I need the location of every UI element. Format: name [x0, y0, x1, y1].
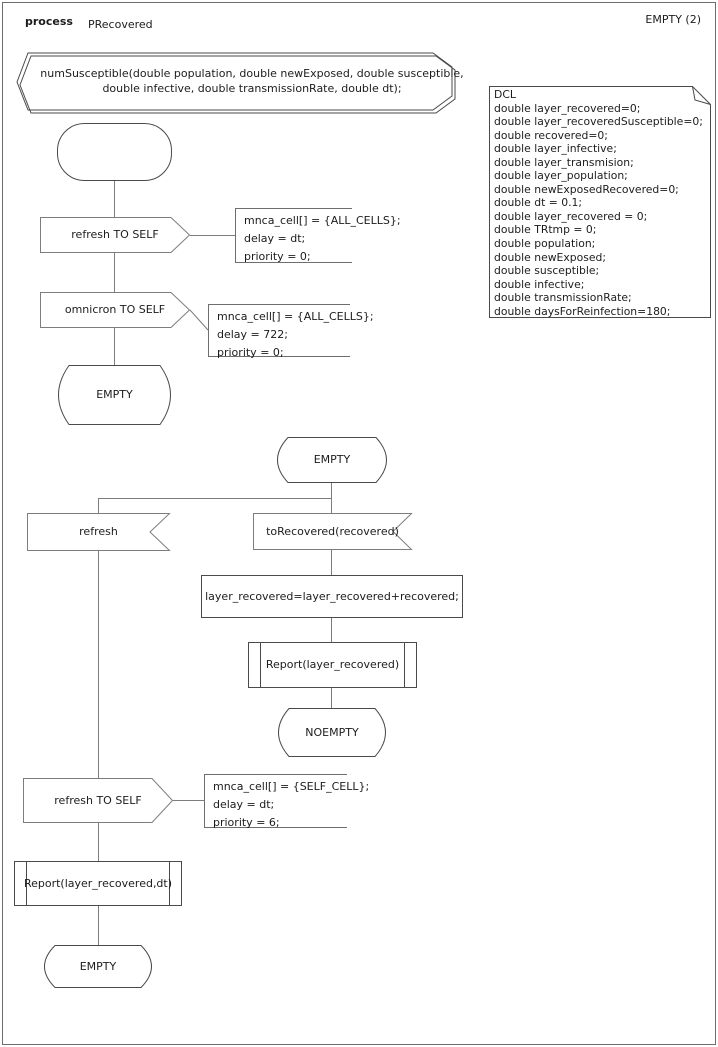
state-label: NOEMPTY — [305, 725, 359, 739]
state-label: EMPTY — [79, 959, 117, 973]
comment-text: mnca_cell[] = {SELF_CELL}; delay = dt; p… — [204, 774, 370, 832]
process-name: PRecovered — [88, 18, 153, 31]
dcl-line: double infective; — [494, 277, 585, 291]
input-label: refresh — [79, 525, 118, 538]
state-label: EMPTY — [96, 388, 133, 401]
signature-outline — [14, 52, 454, 110]
dcl-line: double newExposed; — [494, 250, 606, 264]
comment-line: delay = dt; — [213, 798, 275, 811]
state-empty-end[interactable]: EMPTY — [43, 945, 153, 988]
comment-text: mnca_cell[] = {ALL_CELLS}; delay = 722; … — [208, 304, 374, 362]
declarations-note[interactable]: DCL double layer_recovered=0; double lay… — [489, 86, 711, 318]
state-outline — [277, 708, 387, 757]
output-outline — [40, 217, 190, 253]
output-label: refresh TO SELF — [54, 793, 142, 807]
dcl-line: double daysForReinfection=180; — [494, 304, 671, 318]
dcl-line: double newExposedRecovered=0; — [494, 182, 679, 196]
dcl-line: double transmissionRate; — [494, 291, 632, 305]
comment-line: delay = dt; — [244, 232, 306, 245]
comment-outline — [208, 304, 350, 357]
output-outline — [23, 778, 173, 823]
output-label: refresh TO SELF — [71, 228, 159, 241]
comment-refresh-self[interactable]: mnca_cell[] = {SELF_CELL}; delay = dt; p… — [204, 774, 369, 829]
dcl-line: DCL — [494, 88, 516, 101]
dcl-line: double layer_population; — [494, 169, 628, 183]
start-outline — [57, 123, 172, 181]
note-outline — [489, 86, 711, 318]
procedure-label: Report(layer_recovered,dt) — [23, 876, 173, 890]
comment-text: mnca_cell[] = {ALL_CELLS}; delay = dt; p… — [235, 208, 401, 266]
comment-line: priority = 0; — [217, 346, 284, 359]
state-outline — [57, 365, 172, 425]
comment-line: mnca_cell[] = {ALL_CELLS}; — [217, 310, 374, 323]
page-label: EMPTY (2) — [645, 13, 701, 26]
comment-line: priority = 0; — [244, 250, 311, 263]
comment-refresh[interactable]: mnca_cell[] = {ALL_CELLS}; delay = dt; p… — [235, 208, 401, 266]
comment-line: priority = 6; — [213, 816, 280, 829]
input-label: toRecovered(recovered) — [266, 524, 399, 538]
procedure-label: Report(layer_recovered) — [265, 658, 400, 671]
input-outline — [27, 513, 170, 551]
state-label: EMPTY — [313, 453, 351, 466]
input-torecovered[interactable]: toRecovered(recovered) — [253, 513, 412, 550]
comment-line: mnca_cell[] = {SELF_CELL}; — [213, 780, 370, 793]
procedure-report-dt[interactable]: Report(layer_recovered,dt) — [14, 861, 182, 906]
comment-line: mnca_cell[] = {ALL_CELLS}; — [244, 214, 401, 227]
dcl-line: double TRtmp = 0; — [494, 223, 597, 237]
output-refresh-to-self[interactable]: refresh TO SELF — [40, 217, 190, 253]
dcl-line: double dt = 0.1; — [494, 196, 583, 210]
dcl-line: double layer_recovered = 0; — [494, 209, 648, 223]
comment-omnicron[interactable]: mnca_cell[] = {ALL_CELLS}; delay = 722; … — [208, 304, 374, 359]
dcl-line: double layer_recovered=0; — [494, 101, 641, 115]
state-empty-1[interactable]: EMPTY — [57, 365, 172, 425]
input-refresh[interactable]: refresh — [27, 513, 170, 551]
state-noempty[interactable]: NOEMPTY — [277, 708, 387, 757]
dcl-line: double recovered=0; — [494, 128, 608, 142]
connector-comment — [190, 310, 208, 330]
dcl-line: double susceptible; — [494, 264, 600, 278]
dcl-line: double layer_infective; — [494, 142, 617, 156]
procedure-report[interactable]: Report(layer_recovered) — [248, 642, 417, 688]
folded-corner-icon — [693, 87, 711, 105]
task-label: layer_recovered=layer_recovered+recovere… — [205, 589, 459, 603]
declarations-text: DCL double layer_recovered=0; double lay… — [489, 86, 711, 318]
procedure-signature-symbol[interactable]: numSusceptible(double population, double… — [14, 52, 464, 110]
input-outline — [253, 513, 412, 550]
start-state-symbol[interactable] — [57, 123, 172, 181]
comment-outline — [204, 774, 347, 828]
signature-text: numSusceptible(double population, double… — [40, 67, 464, 95]
dcl-line: double layer_recoveredSusceptible=0; — [494, 115, 703, 129]
procedure-outline — [248, 642, 417, 688]
output-omnicron-to-self[interactable]: omnicron TO SELF — [40, 292, 190, 328]
diagram-kind-label: process — [25, 15, 73, 28]
output-outline — [40, 292, 190, 328]
state-empty-2[interactable]: EMPTY — [276, 437, 388, 483]
task-add-recovered[interactable]: layer_recovered=layer_recovered+recovere… — [201, 575, 463, 618]
state-outline — [276, 437, 388, 483]
comment-line: delay = 722; — [217, 328, 288, 341]
procedure-outline — [14, 861, 182, 906]
state-outline — [43, 945, 153, 988]
output-refresh-to-self-2[interactable]: refresh TO SELF — [23, 778, 173, 823]
dcl-line: double layer_transmision; — [494, 155, 634, 169]
task-outline — [201, 575, 463, 618]
comment-outline — [235, 208, 352, 263]
output-label: omnicron TO SELF — [64, 303, 166, 316]
dcl-line: double population; — [494, 237, 596, 251]
